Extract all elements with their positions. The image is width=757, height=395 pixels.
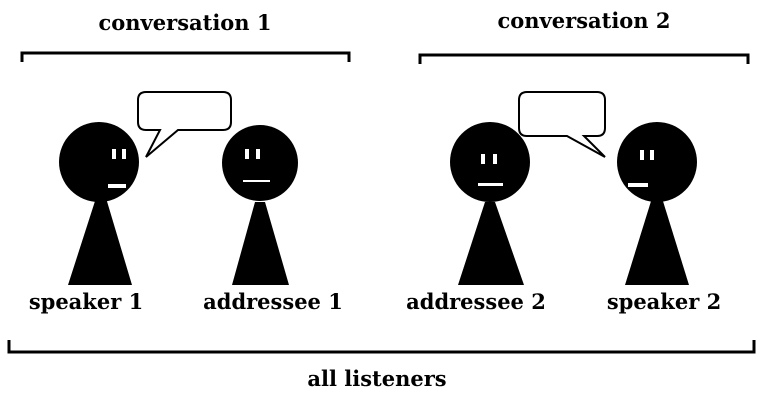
conversation-2-label: conversation 2 [497, 8, 671, 33]
addressee-2-label: addressee 2 [406, 289, 546, 314]
all-listeners-label: all listeners [307, 366, 447, 391]
conversation-1-label: conversation 1 [98, 10, 272, 35]
conversation-1-bracket [20, 51, 351, 62]
addressee-1-figure [222, 125, 298, 285]
speaker-1-figure [59, 122, 139, 285]
all-listeners-bracket [7, 340, 756, 354]
conversation-2-bracket [418, 53, 750, 64]
speech-bubble-1 [137, 91, 232, 158]
addressee-2-figure [450, 122, 530, 285]
speaker-1-label: speaker 1 [28, 289, 144, 314]
speech-bubble-2 [518, 91, 606, 158]
speaker-2-label: speaker 2 [606, 289, 722, 314]
speaker-2-figure [617, 122, 697, 285]
addressee-1-label: addressee 1 [203, 289, 343, 314]
